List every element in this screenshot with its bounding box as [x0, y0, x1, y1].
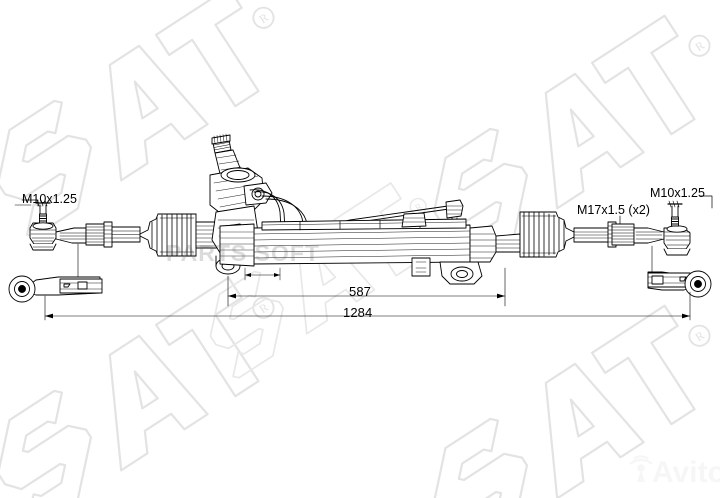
detail-view-right [647, 270, 712, 298]
small-dimension [244, 267, 281, 281]
detail-view-left [8, 275, 103, 303]
parts-soft-watermark: PARTS SOFT [166, 240, 320, 266]
tie-rod-end-right [607, 200, 691, 273]
tie-rod-end-left [29, 199, 141, 291]
steering-boot-left [139, 213, 221, 257]
dimension-587 [227, 267, 506, 307]
rack-housing [219, 212, 521, 285]
leader-m10-right [699, 195, 713, 209]
steering-boot-right [519, 211, 613, 258]
leader-m10-left [21, 199, 39, 207]
dimension-1284 [44, 291, 691, 321]
avito-watermark-text: Avito [652, 456, 720, 489]
